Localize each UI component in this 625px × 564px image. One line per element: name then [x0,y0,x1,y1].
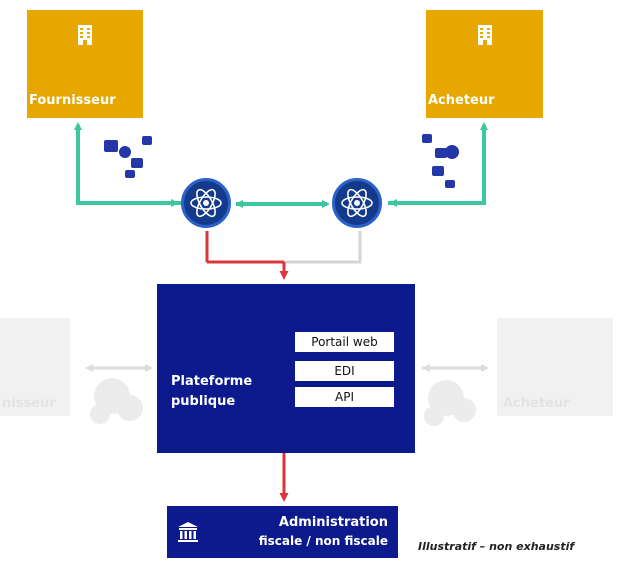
supplier-link [74,122,181,207]
building-icon [78,25,92,45]
ghost-buyer-box: Acheteur [497,318,613,416]
buyer-box: Acheteur [426,10,543,118]
supplier-label: Fournisseur [29,93,116,108]
ghost-supplier-box: nisseur [0,318,70,416]
public-platform-box: Plateforme publique Portail web EDI API [157,284,415,453]
atom-icon [341,188,373,218]
channel-api: API [294,386,395,408]
building-icon [477,25,492,45]
bank-icon [178,522,198,542]
atom-icon [190,188,222,218]
administration-box: Administration fiscale / non fiscale [167,506,398,558]
platform-node-right [332,178,382,228]
platform-node-left [181,178,231,228]
ghost-left-gears [90,378,143,424]
administration-title: Administration [278,515,388,530]
document-flow-icon [422,134,459,188]
illustrative-note: Illustratif – non exhaustif [418,540,575,553]
ghost-buyer-label: Acheteur [503,396,570,411]
ghost-right-gears [424,380,476,426]
node-to-platform-link [205,231,362,264]
platform-title: Plateforme publique [171,374,253,409]
supplier-box: Fournisseur [27,10,143,118]
document-flow-icon [104,136,152,178]
buyer-label: Acheteur [428,93,495,108]
channel-portail-web: Portail web [294,331,395,353]
ghost-supplier-label: nisseur [2,396,56,411]
buyer-link [388,122,488,207]
channel-edi: EDI [294,360,395,382]
administration-subtitle: fiscale / non fiscale [258,534,388,548]
